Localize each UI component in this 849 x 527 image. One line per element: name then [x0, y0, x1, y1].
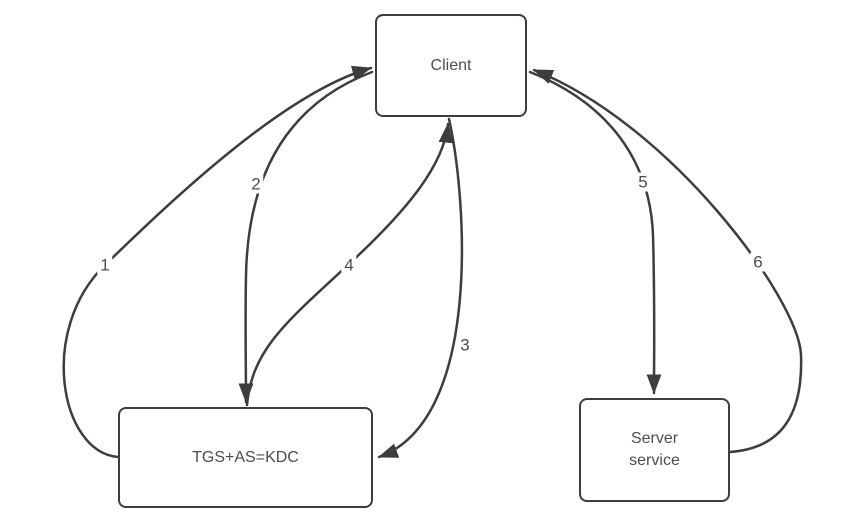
node-client: Client: [375, 14, 527, 117]
edge-label-1: 1: [97, 255, 113, 275]
edge-3-client-to-kdc-arrow: [377, 117, 464, 459]
edge-2-client-to-kdc-arrow: [238, 70, 374, 404]
edge-6-server-to-client-arrow: [532, 68, 803, 454]
edge-label-4: 4: [341, 255, 357, 275]
edge-label-6: 6: [750, 252, 766, 272]
edge-label-2: 2: [248, 174, 264, 194]
node-client-label: Client: [430, 56, 472, 74]
node-kdc-label: TGS+AS=KDC: [192, 448, 299, 466]
edge-5-client-to-server-arrow: [528, 70, 662, 395]
edge-label-5: 5: [635, 172, 651, 192]
node-kdc: TGS+AS=KDC: [118, 407, 373, 508]
node-server: Server service: [579, 398, 730, 502]
edge-label-3: 3: [457, 335, 473, 355]
node-server-label: Server service: [629, 430, 680, 469]
